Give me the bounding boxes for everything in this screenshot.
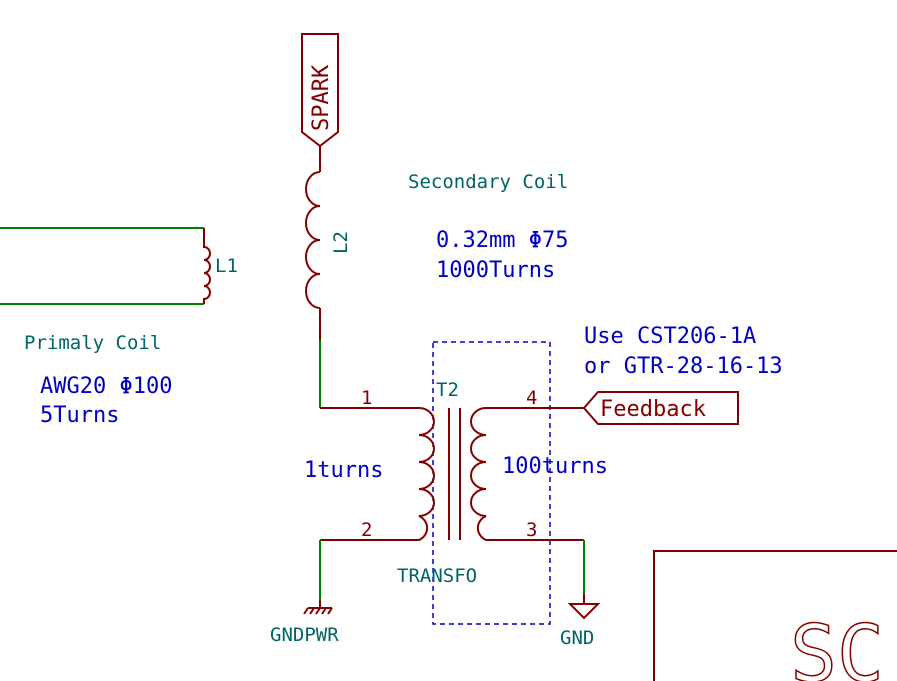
t2-bounding-box [432, 341, 551, 625]
gndpwr-label: GNDPWR [270, 624, 339, 646]
spark-label-text: SPARK [309, 64, 334, 131]
l2-coil-symbol [305, 171, 321, 309]
partial-component-text: SC [790, 610, 884, 681]
inductor-l1[interactable]: L1 [0, 227, 238, 305]
note-turns-secondary: 100turns [502, 454, 608, 479]
t2-pin-4: 4 [526, 387, 537, 409]
note-secondary-spec-1: 0.32mm Φ75 [436, 228, 568, 253]
spark-label-outline [301, 33, 339, 148]
t2-pin-3: 3 [526, 519, 537, 541]
spark-label[interactable]: SPARK [301, 33, 339, 148]
feedback-label-text: Feedback [600, 397, 706, 422]
l1-reference: L1 [215, 255, 238, 277]
t2-secondary-winding [470, 407, 584, 541]
t2-primary-winding [320, 407, 435, 541]
t2-pin-2: 2 [361, 519, 372, 541]
transformer-t2[interactable]: T2 TRANSFO 1 2 3 4 [320, 341, 584, 625]
gnd-label: GND [560, 627, 594, 649]
note-secondary-title: Secondary Coil [408, 171, 568, 193]
note-turns-primary: 1turns [304, 458, 383, 483]
t2-pin-1: 1 [361, 387, 372, 409]
note-primary-spec-2: 5Turns [40, 403, 119, 428]
feedback-label-outline [582, 391, 739, 425]
note-primary-title: Primaly Coil [24, 332, 161, 354]
l1-coil-symbol [203, 228, 211, 304]
gndpwr-icon [303, 600, 333, 615]
l2-reference: L2 [330, 231, 352, 254]
partial-component[interactable]: SC [653, 550, 897, 681]
t2-reference: T2 [436, 379, 459, 401]
gnd-symbol[interactable]: GND [560, 540, 601, 649]
note-core-2: or GTR-28-16-13 [584, 354, 783, 379]
partial-component-outline [653, 550, 897, 681]
feedback-label[interactable]: Feedback [582, 391, 739, 425]
note-secondary-spec-2: 1000Turns [436, 258, 555, 283]
gnd-icon [567, 594, 601, 620]
gndpwr-symbol[interactable]: GNDPWR [270, 540, 339, 646]
note-primary-spec-1: AWG20 Φ100 [40, 374, 172, 399]
note-core-1: Use CST206-1A [584, 324, 756, 349]
inductor-l2[interactable]: L2 [305, 146, 352, 340]
t2-value: TRANSFO [397, 565, 477, 587]
